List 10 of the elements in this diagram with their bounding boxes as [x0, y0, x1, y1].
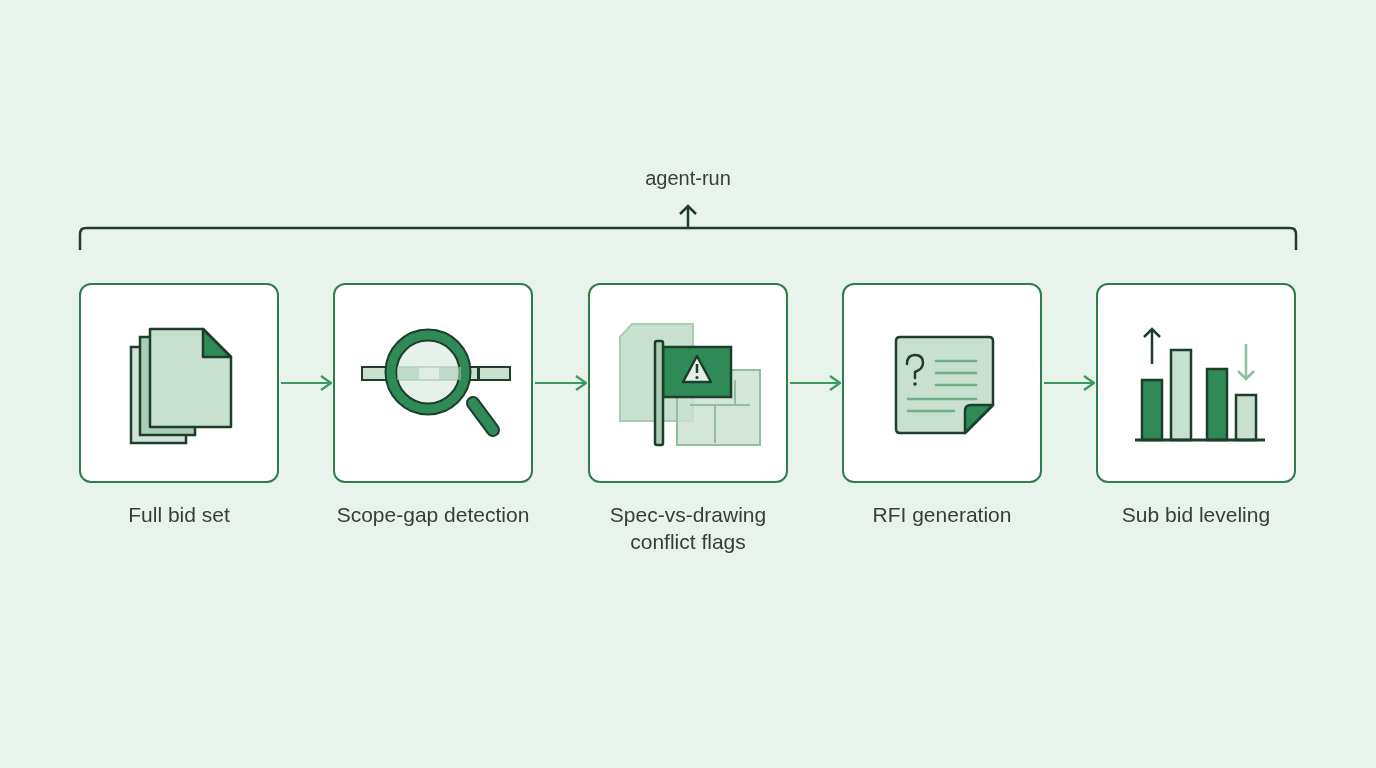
arrow: [1044, 374, 1096, 392]
step-label: Sub bid leveling: [1120, 502, 1272, 528]
step-label: Scope-gap detection: [335, 502, 531, 528]
arrow: [281, 374, 333, 392]
step-label: RFI generation: [871, 502, 1013, 528]
arrow: [790, 374, 842, 392]
group-label: agent-run: [644, 166, 732, 190]
step-label: Full bid set: [127, 502, 231, 528]
step-label: Spec-vs-drawing conflict flags: [608, 502, 768, 555]
arrow: [535, 374, 588, 392]
